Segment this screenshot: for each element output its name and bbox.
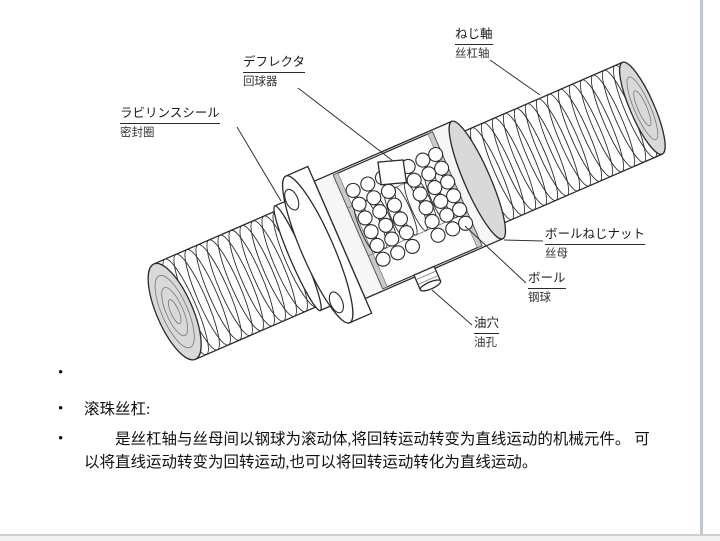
label-deflector: デフレクタ 回球器 xyxy=(243,52,306,89)
flange-bolt-hole-top xyxy=(284,188,300,211)
flange xyxy=(281,165,373,324)
flange-bolt-hole-bottom xyxy=(328,291,344,314)
shaft-end-face-right xyxy=(618,61,666,156)
cutaway-window xyxy=(332,131,483,290)
label-labyrinth-seal: ラビリンスシール 密封圈 xyxy=(120,103,220,140)
page-bottom-pad xyxy=(0,536,720,541)
label-deflector-cn: 回球器 xyxy=(243,75,278,88)
label-ball-jp: ボール xyxy=(528,271,566,289)
bullet-item-3: • 是丝杠轴与丝母间以钢球为滚动体,将回转运动转变为直线运动的机械元件。 可以将… xyxy=(58,428,656,474)
label-screw-shaft-cn: 丝杠轴 xyxy=(455,47,490,60)
label-ball-screw-nut-jp: ボールねじナット xyxy=(545,227,646,245)
label-ball-screw-nut-cn: 丝母 xyxy=(545,247,568,260)
deflector-part xyxy=(377,159,408,186)
label-screw-shaft-jp: ねじ軸 xyxy=(455,27,493,45)
label-ball-cn: 钢球 xyxy=(528,291,551,304)
note-text-2: 滚珠丝杠: xyxy=(84,401,151,418)
note-text-1 xyxy=(84,362,656,385)
assembly xyxy=(147,61,666,361)
bullet-icon: • xyxy=(58,401,64,417)
label-oil-hole: 油穴 油孔 xyxy=(474,313,500,350)
label-ball-screw-nut: ボールねじナット 丝母 xyxy=(545,224,646,261)
balls xyxy=(345,146,474,267)
label-oil-hole-cn: 油孔 xyxy=(474,336,497,349)
label-labyrinth-seal-jp: ラビリンスシール xyxy=(120,106,220,124)
page-right-border xyxy=(700,0,703,541)
label-deflector-jp: デフレクタ xyxy=(243,55,306,73)
shaft-end-face-left xyxy=(147,262,202,361)
bullet-item-1: • xyxy=(58,362,656,385)
page-bottom-border xyxy=(0,534,720,536)
label-labyrinth-seal-cn: 密封圈 xyxy=(120,126,155,139)
label-oil-hole-jp: 油穴 xyxy=(474,316,500,334)
bullet-icon: • xyxy=(58,365,64,381)
label-screw-shaft: ねじ軸 丝杠轴 xyxy=(455,24,493,61)
leader-lines xyxy=(236,59,544,326)
bullet-icon: • xyxy=(58,431,64,447)
note-text-3: 是丝杠轴与丝母间以钢球为滚动体,将回转运动转变为直线运动的机械元件。 可以将直线… xyxy=(84,431,650,471)
bullet-item-2: • 滚珠丝杠: xyxy=(58,398,656,421)
oil-fitting xyxy=(413,265,442,292)
label-ball: ボール 钢球 xyxy=(528,268,566,305)
